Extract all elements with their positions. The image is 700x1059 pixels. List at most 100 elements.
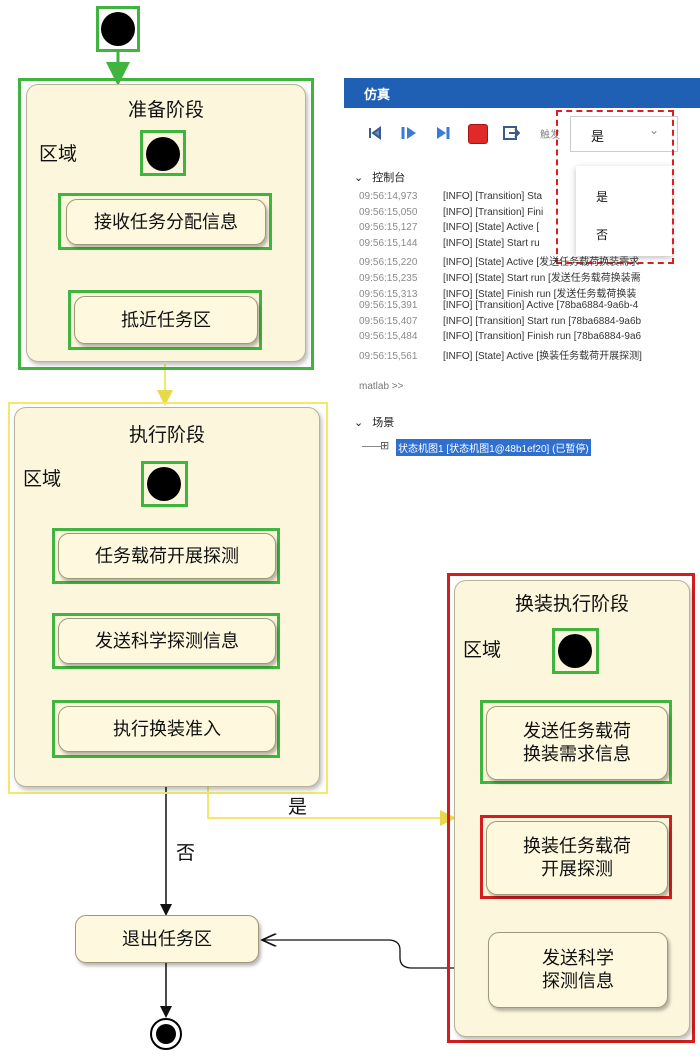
state-frame — [52, 528, 280, 584]
swap-start-frame — [552, 628, 599, 674]
state-receive-task[interactable]: 接收任务分配信息 — [66, 199, 266, 245]
state-machine-icon: ⊞ — [380, 439, 390, 452]
console-message: [INFO] [State] Finish run [发送任务载荷换装 — [443, 288, 637, 300]
prep-stage-title: 准备阶段 — [127, 99, 204, 121]
console-message: [INFO] [Transition] Finish run [78ba6884… — [443, 331, 642, 343]
trigger-label: 触发 — [540, 130, 560, 141]
state-approach-area[interactable]: 抵近任务区 — [74, 296, 258, 344]
export-icon[interactable] — [502, 124, 521, 142]
console-line: 09:56:15,561 [INFO] [State] Active [换装任务载… — [359, 347, 642, 362]
exec-stage-title: 执行阶段 — [128, 424, 205, 446]
console-prompt[interactable]: matlab >> — [359, 381, 404, 392]
console-line: 09:56:15,220 [INFO] [State] Active [发送任务载… — [359, 253, 639, 268]
console-timestamp: 09:56:15,391 — [359, 300, 418, 312]
state-line: 换装任务载荷 — [523, 836, 631, 857]
console-timestamp: 09:56:15,235 — [359, 273, 418, 284]
exec-zone-label: 区域 — [23, 468, 62, 490]
state-payload-detect[interactable]: 任务载荷开展探测 — [58, 533, 276, 579]
console-line: 09:56:15,050 [INFO] [Transition] Fini — [359, 207, 543, 218]
console-message: [INFO] [State] Start run [发送任务载荷换装需 — [443, 273, 641, 284]
dropdown-option-yes[interactable]: 是 — [596, 190, 609, 204]
state-frame — [68, 290, 262, 350]
swap-stage-frame — [447, 573, 695, 1043]
stop-icon[interactable] — [468, 124, 488, 144]
guard-no-label: 否 — [176, 842, 196, 864]
exec-stage-frame — [8, 402, 328, 794]
console-message: [INFO] [State] Active [换装任务载荷开展探测] — [443, 351, 642, 362]
dropdown-menu: 是 否 — [576, 166, 672, 256]
console-line: 09:56:15,407 [INFO] [Transition] Start ru… — [359, 316, 641, 327]
scene-tree-connector — [362, 446, 382, 447]
console-line: 09:56:15,144[INFO] [State] Start ru — [359, 238, 540, 249]
scene-title: 场景 — [372, 417, 395, 429]
console-line: 09:56:15,235 [INFO] [State] Start run [发送… — [359, 269, 641, 284]
swap-zone-label: 区域 — [463, 639, 502, 661]
start-node-frame — [96, 6, 140, 52]
console-timestamp: 09:56:14,973 — [359, 191, 418, 202]
exec-initial-node[interactable] — [147, 467, 181, 501]
console-message: [INFO] [Transition] Fini — [443, 206, 544, 218]
console-timestamp: 09:56:15,220 — [359, 257, 418, 269]
console-line: 09:56:15,127 [INFO] [State] Active [ — [359, 222, 539, 233]
step-forward-icon[interactable] — [434, 124, 452, 142]
prep-initial-node[interactable] — [146, 137, 180, 171]
state-line: 换装需求信息 — [523, 744, 631, 765]
console-line: 09:56:15,391 [INFO] [Transition] Active [… — [359, 300, 638, 311]
final-node[interactable] — [150, 1018, 182, 1050]
state-line: 发送科学 — [542, 948, 614, 969]
console-message: [INFO] [Transition] Sta — [443, 191, 543, 202]
prep-start-frame — [140, 130, 186, 176]
console-message: [INFO] [State] Active [发送任务载荷换装需求 — [443, 257, 640, 269]
state-line: 发送任务载荷 — [523, 721, 631, 742]
console-header[interactable]: ⌄ 控制台 — [354, 169, 405, 185]
state-frame — [58, 193, 272, 250]
prep-zone-label: 区域 — [39, 143, 78, 165]
initial-node[interactable] — [101, 12, 135, 46]
swap-initial-node[interactable] — [558, 634, 592, 668]
console-timestamp: 09:56:15,127 — [359, 222, 418, 234]
state-swap-access[interactable]: 执行换装准入 — [58, 706, 276, 752]
panel-title: 仿真 — [364, 88, 391, 103]
chevron-down-icon: ⌄ — [354, 172, 364, 184]
state-frame — [480, 700, 672, 784]
scene-header[interactable]: ⌄ 场景 — [354, 414, 394, 430]
scene-item[interactable]: 状态机图1 [状态机图1@48b1ef20] (已暂停) — [396, 439, 591, 456]
dropdown-highlight — [556, 110, 674, 264]
state-send-science-2[interactable]: 发送科学 探测信息 — [488, 932, 668, 1008]
dropdown-option-no[interactable]: 否 — [596, 228, 609, 242]
console-timestamp: 09:56:15,407 — [359, 315, 418, 327]
console-message: [INFO] [Transition] Start run [78ba6884-… — [443, 315, 642, 327]
console-title: 控制台 — [372, 172, 406, 184]
dropdown-value: 是 — [591, 130, 605, 145]
active-state-frame — [480, 815, 672, 899]
state-frame — [52, 613, 280, 669]
console-timestamp: 09:56:15,484 — [359, 331, 418, 343]
swap-stage-title: 换装执行阶段 — [514, 593, 629, 615]
state-swap-payload-detect[interactable]: 换装任务载荷 开展探测 — [486, 821, 668, 895]
console-message: [INFO] [State] Active [ — [443, 222, 540, 234]
state-line: 开展探测 — [541, 859, 613, 880]
chevron-down-icon: ⌄ — [354, 417, 364, 429]
console-line: 09:56:14,973 [INFO] [Transition] Sta — [359, 191, 542, 202]
state-exit-area[interactable]: 退出任务区 — [75, 915, 259, 963]
simulation-panel: 仿真 触发 是 ⌄ 是 否 ⌄ 控制台 09:56:14,973 [INFO] [… — [344, 78, 700, 462]
exec-start-frame — [141, 461, 188, 507]
console-message: [INFO] [State] Start ru — [443, 237, 540, 249]
state-frame — [52, 700, 280, 758]
console-message: [INFO] [Transition] Active [78ba6884-9a6… — [443, 300, 639, 312]
trigger-dropdown[interactable]: 是 ⌄ — [570, 116, 678, 152]
play-icon[interactable] — [400, 124, 418, 142]
console-line: 09:56:15,484 [INFO] [Transition] Finish r… — [359, 331, 641, 342]
prep-stage-frame — [18, 78, 314, 370]
console-timestamp: 09:56:15,313 — [359, 288, 418, 300]
console-timestamp: 09:56:15,561 — [359, 351, 418, 362]
panel-header: 仿真 — [344, 78, 700, 108]
state-send-science[interactable]: 发送科学探测信息 — [58, 618, 276, 664]
chevron-down-icon: ⌄ — [648, 123, 659, 137]
state-line: 探测信息 — [542, 971, 614, 992]
step-back-icon[interactable] — [366, 124, 384, 142]
console-timestamp: 09:56:15,050 — [359, 206, 418, 218]
state-send-swap-request[interactable]: 发送任务载荷 换装需求信息 — [486, 706, 668, 780]
console-line: 09:56:15,313 [INFO] [State] Finish run [发… — [359, 285, 636, 300]
guard-yes-label: 是 — [288, 796, 308, 818]
